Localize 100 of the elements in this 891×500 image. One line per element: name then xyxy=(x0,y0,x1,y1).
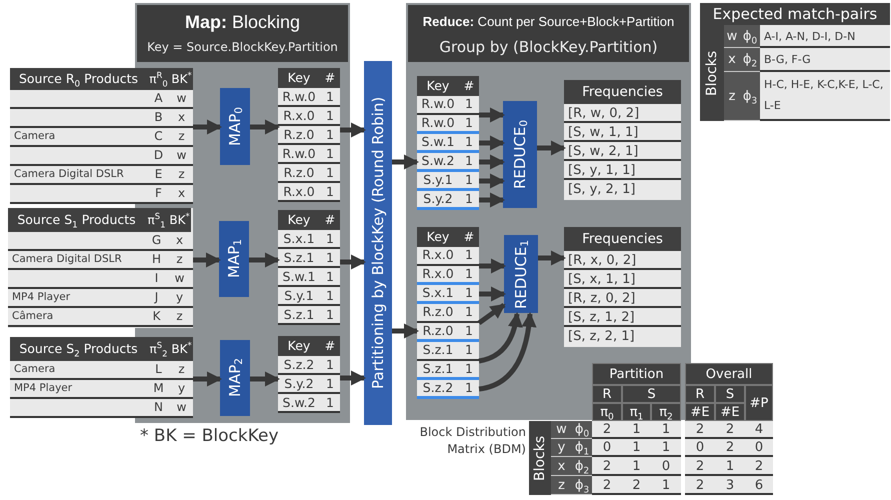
table-cell: [R, w, 0, 2] xyxy=(564,104,681,123)
row-group xyxy=(417,342,479,380)
column-header: # xyxy=(320,210,340,230)
row-header: Blocks xyxy=(529,421,551,495)
column-header: π$_{0}$ xyxy=(592,403,622,421)
table-cell: [S, x, 1, 1] xyxy=(564,270,681,289)
table-cell: B-G, F-G xyxy=(760,48,890,72)
arrow xyxy=(479,192,505,208)
data-table xyxy=(278,68,340,202)
table-row xyxy=(10,361,193,380)
table-cell: 1 xyxy=(459,342,479,361)
column-header: Key xyxy=(417,227,459,247)
table-row xyxy=(8,251,193,270)
data-table xyxy=(278,210,340,325)
column-header: #P xyxy=(745,385,773,421)
table-cell: 1 xyxy=(651,439,681,457)
table-cell: R.w.0 xyxy=(417,96,459,115)
arrow xyxy=(479,108,505,122)
row-header: w xyxy=(724,25,740,48)
table-cell: 0 xyxy=(592,439,622,457)
arrow xyxy=(479,136,505,150)
table-cell: 2 xyxy=(592,457,622,476)
table-row xyxy=(10,109,193,128)
row-group xyxy=(417,247,479,285)
table-cell: 1 xyxy=(651,476,681,495)
table-row xyxy=(10,166,193,185)
table-cell: [S, w, 2, 1] xyxy=(564,142,681,161)
column-header: #E xyxy=(685,403,715,421)
panel-subtitle: Key = Source.BlockKey.Partition xyxy=(146,39,339,56)
table-cell: 1 xyxy=(459,96,479,115)
arrow xyxy=(478,312,522,364)
panel-title: Reduce: Count per Source+Block+Partition xyxy=(422,13,676,31)
column-header: Key xyxy=(278,68,320,88)
row-header: w xyxy=(551,421,572,439)
column-header: R xyxy=(592,385,622,403)
data-table xyxy=(564,227,681,347)
column-header: Key xyxy=(278,210,320,230)
column-header: # xyxy=(459,76,479,96)
footnote: * BK = BlockKey xyxy=(140,425,280,448)
column-header: Key xyxy=(417,76,459,96)
data-table xyxy=(10,337,193,418)
row-header: x xyxy=(551,457,572,476)
column-header: # xyxy=(320,336,340,356)
row-header: z xyxy=(551,476,572,495)
column-header: Frequencies xyxy=(564,227,681,251)
row-group xyxy=(417,153,479,172)
process-box xyxy=(504,235,538,313)
column-header: BK$^{*}$ xyxy=(168,208,191,232)
process-box xyxy=(503,101,537,208)
column-header: # xyxy=(459,227,479,247)
table-title: Expected match-pairs xyxy=(700,3,890,25)
panel xyxy=(406,3,691,420)
table-row xyxy=(8,308,193,327)
column-header: S xyxy=(622,385,681,403)
row-header: ϕ$_{1}$ xyxy=(572,439,592,457)
process-box xyxy=(220,88,250,165)
row-group xyxy=(417,304,479,342)
table-caption: Block Distribution Matrix (BDM) xyxy=(418,424,526,458)
table-row xyxy=(10,399,193,418)
column-header: Source R$_{0}$ Products xyxy=(10,68,147,90)
data-table xyxy=(417,76,479,210)
arrow xyxy=(250,372,280,386)
table-cell: 1 xyxy=(622,421,651,439)
table-cell: 2 xyxy=(685,421,715,439)
row-group xyxy=(417,285,479,304)
arrow xyxy=(392,324,419,338)
table-cell: 0 xyxy=(651,457,681,476)
arrow xyxy=(479,286,506,302)
table-cell: [S, z, 1, 2] xyxy=(564,308,681,327)
table-row xyxy=(10,128,193,147)
column-header: Source S$_{1}$ Products xyxy=(8,208,145,232)
table-cell: 2 xyxy=(622,476,651,495)
table-row xyxy=(8,270,193,289)
table-cell: 1 xyxy=(622,439,651,457)
row-header: ϕ$_{2}$ xyxy=(572,457,592,476)
row-header: ϕ$_{0}$ xyxy=(740,25,760,48)
column-header: BK$^{*}$ xyxy=(170,337,193,361)
table-cell: 2 xyxy=(715,439,745,457)
table-cell: 2 xyxy=(715,421,745,439)
table-cell: 1 xyxy=(459,247,479,266)
column-header: R xyxy=(685,385,715,403)
row-header: x xyxy=(724,48,740,72)
arrow xyxy=(249,252,280,268)
arrow xyxy=(537,140,566,156)
row-header: z xyxy=(724,72,740,121)
table-cell: 3 xyxy=(715,476,745,495)
column-header: π$_{2}$ xyxy=(651,403,681,421)
table-cell: 1 xyxy=(715,457,745,476)
row-header: ϕ$_{3}$ xyxy=(740,72,760,121)
table-cell: R.z.0 xyxy=(417,304,459,323)
table-cell: 2 xyxy=(685,457,715,476)
table-cell: [S, y, 1, 1] xyxy=(564,161,681,180)
column-header: # xyxy=(320,68,340,88)
table-cell: R.x.0 xyxy=(417,247,459,266)
row-header: Blocks xyxy=(700,25,724,121)
row-group xyxy=(417,96,479,134)
table-row xyxy=(10,380,193,399)
column-header: Key xyxy=(278,336,320,356)
table-cell: 2 xyxy=(685,476,715,495)
arrow xyxy=(538,250,566,266)
